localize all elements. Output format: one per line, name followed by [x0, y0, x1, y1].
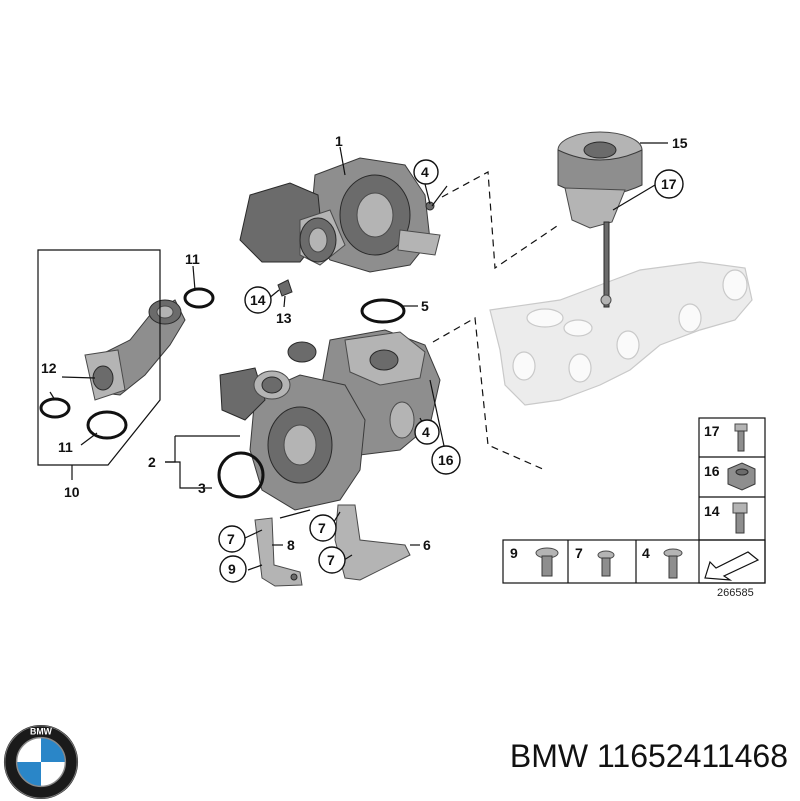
direction-arrow-icon [704, 551, 760, 581]
callout-11-upper: 11 [185, 251, 200, 267]
part-number-line: BMW 11652411468 [510, 738, 788, 775]
hardware-box [502, 417, 766, 584]
hardware-label-4: 4 [642, 545, 650, 561]
callout-6: 6 [423, 537, 431, 553]
hardware-label-7: 7 [575, 545, 583, 561]
bmw-logo-icon: BMW [3, 724, 79, 800]
callout-2: 2 [148, 454, 156, 470]
callout-9: 9 [228, 561, 236, 577]
callout-7-left: 7 [227, 531, 235, 547]
logo-letters: BMW [30, 727, 53, 737]
callout-12: 12 [41, 360, 57, 376]
exhaust-manifold-ghost [489, 261, 753, 406]
callout-7-mid: 7 [318, 520, 326, 536]
diagram-reference-number: 266585 [717, 587, 754, 599]
hardware-label-17: 17 [704, 423, 720, 439]
callout-17: 17 [661, 176, 677, 192]
callout-4-upper: 4 [421, 164, 429, 180]
callouts: 1 4 15 17 11 14 13 5 12 11 4 16 2 3 10 7… [41, 133, 754, 599]
callout-1: 1 [335, 133, 343, 149]
callout-13: 13 [276, 310, 292, 326]
brand-name: BMW [509, 738, 589, 774]
callout-16: 16 [438, 452, 454, 468]
callout-3: 3 [198, 480, 206, 496]
callout-14: 14 [250, 292, 266, 308]
intake-elbow [84, 299, 186, 401]
callout-11-lower: 11 [58, 439, 73, 455]
callout-8: 8 [287, 537, 295, 553]
hardware-label-16: 16 [704, 463, 720, 479]
hardware-label-9: 9 [510, 545, 518, 561]
callout-7-right: 7 [327, 552, 335, 568]
turbocharger-upper [239, 157, 441, 273]
callout-4-lower: 4 [422, 424, 430, 440]
callout-10: 10 [64, 484, 80, 500]
wastegate-actuator [557, 131, 643, 308]
callout-5: 5 [421, 298, 429, 314]
callout-15: 15 [672, 135, 688, 151]
bolt-13 [277, 279, 293, 297]
turbocharger-lower [219, 329, 441, 511]
part-number: 11652411468 [596, 738, 788, 774]
dashed-lines [432, 171, 561, 471]
hardware-label-14: 14 [704, 503, 720, 519]
group-10-frame [37, 249, 161, 466]
